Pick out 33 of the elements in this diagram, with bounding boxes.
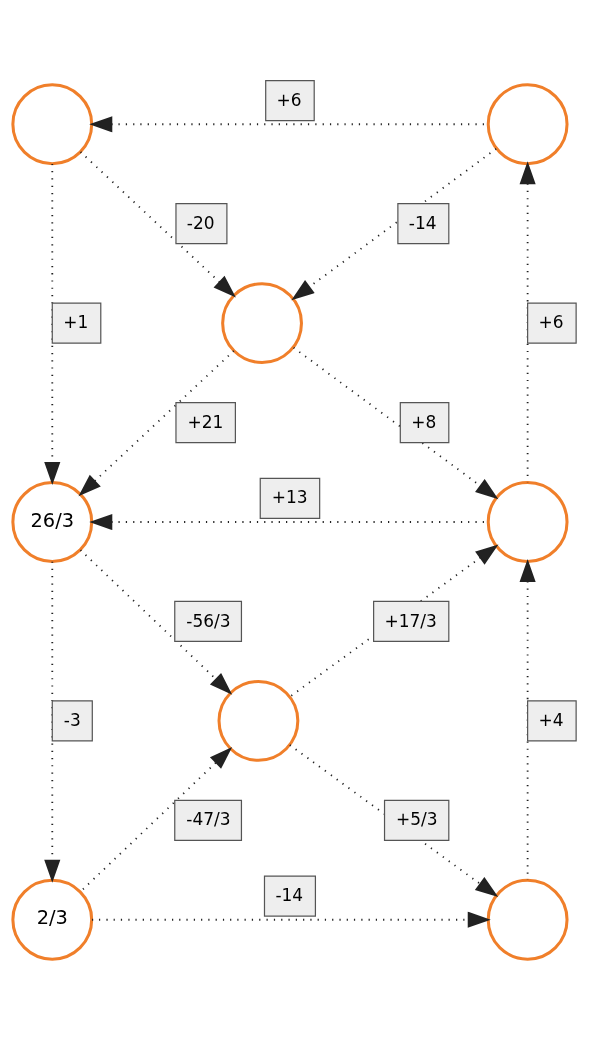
node-circle: 2/3 [11, 878, 94, 961]
arrow [79, 747, 233, 893]
arrow [91, 911, 491, 928]
arrow [291, 147, 498, 301]
edge-label: -3 [63, 709, 81, 730]
node-circle [217, 679, 300, 762]
edge-label: +21 [187, 411, 224, 432]
node-circle [486, 481, 569, 563]
edge-label: -14 [275, 885, 304, 906]
edge-label: +4 [538, 709, 564, 730]
edge-label: +17/3 [384, 610, 437, 631]
edge-label: -56/3 [186, 610, 231, 631]
node-circle: 26/3 [11, 481, 94, 563]
node-circle [11, 83, 94, 166]
edge-label: +13 [271, 487, 308, 508]
arrow [79, 151, 236, 298]
edge-label: -14 [408, 212, 437, 233]
edge-label: +8 [411, 411, 437, 432]
node-circle [486, 878, 569, 961]
arrow [292, 346, 499, 500]
arrow [289, 544, 499, 698]
edge-label: -20 [186, 212, 215, 233]
edge-label: +5/3 [396, 809, 438, 830]
arrow [288, 744, 499, 898]
edge-label: +6 [276, 89, 302, 110]
arrow [79, 549, 233, 695]
edge-label: +6 [538, 312, 564, 333]
node-circle [486, 83, 569, 166]
edge-label: +1 [63, 312, 89, 333]
arrow [44, 560, 61, 883]
node-circle [221, 282, 303, 365]
arrow [44, 163, 61, 486]
edge-label: -47/3 [186, 809, 231, 830]
